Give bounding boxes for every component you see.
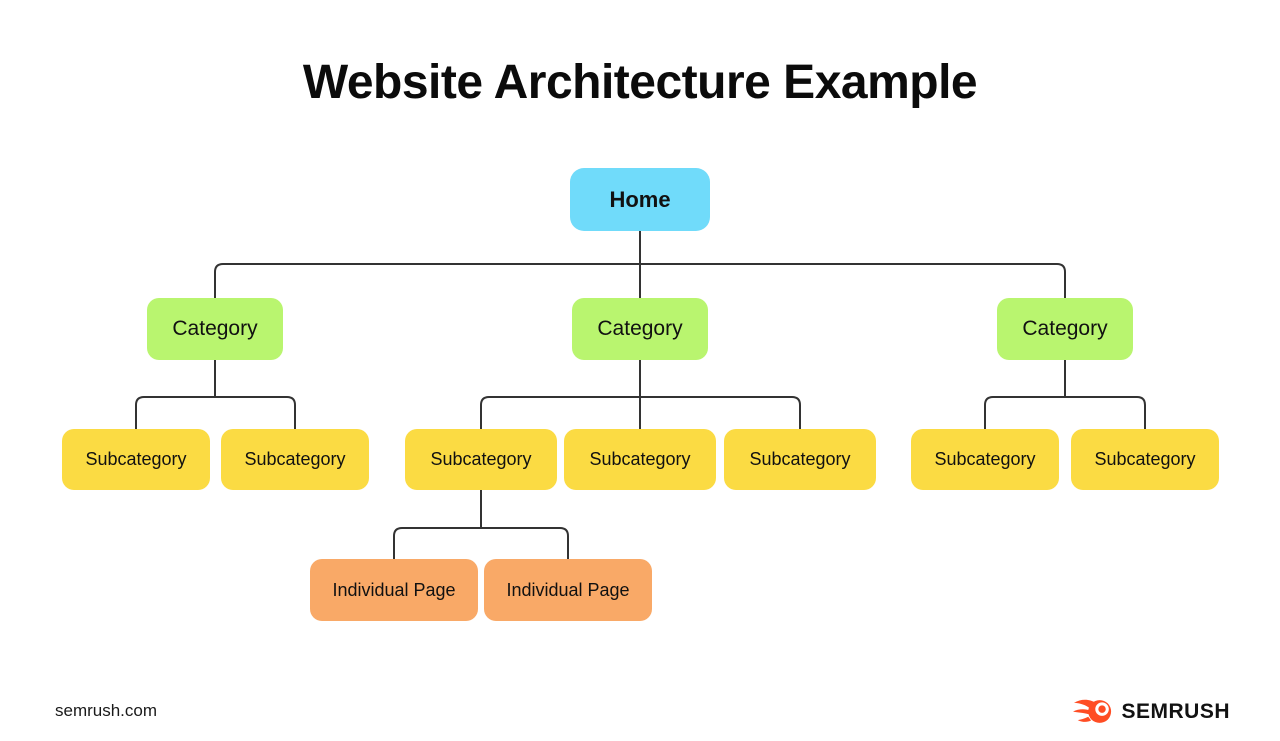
node-category-label: Category — [172, 317, 258, 340]
node-category-label: Category — [597, 317, 683, 340]
node-subcategory-4: Subcategory — [564, 429, 716, 490]
node-subcategory-2: Subcategory — [221, 429, 369, 490]
node-individual-page-label: Individual Page — [506, 579, 630, 600]
node-subcategory-label: Subcategory — [1094, 449, 1196, 469]
node-subcategory-6: Subcategory — [911, 429, 1059, 490]
page-title: Website Architecture Example — [302, 56, 978, 109]
node-individual-page-label: Individual Page — [332, 579, 456, 600]
semrush-logo: SEMRUSH — [1073, 697, 1230, 726]
node-subcategory-label: Subcategory — [85, 449, 187, 469]
node-individual-page-1: Individual Page — [310, 559, 478, 621]
node-subcategory-label: Subcategory — [749, 449, 851, 469]
semrush-logo-text: SEMRUSH — [1121, 699, 1230, 723]
node-subcategory-3: Subcategory — [405, 429, 557, 490]
node-category-3: Category — [997, 298, 1133, 360]
node-subcategory-5: Subcategory — [724, 429, 876, 490]
node-home: Home — [570, 168, 710, 231]
website-url: semrush.com — [55, 701, 158, 720]
node-category-1: Category — [147, 298, 283, 360]
node-individual-page-2: Individual Page — [484, 559, 652, 621]
node-subcategory-1: Subcategory — [62, 429, 210, 490]
node-subcategory-7: Subcategory — [1071, 429, 1219, 490]
semrush-flame-icon — [1073, 697, 1113, 726]
node-subcategory-label: Subcategory — [589, 449, 691, 469]
node-subcategory-label: Subcategory — [430, 449, 532, 469]
node-category-2: Category — [572, 298, 708, 360]
node-subcategory-label: Subcategory — [934, 449, 1036, 469]
node-home-label: Home — [609, 186, 671, 212]
node-category-label: Category — [1022, 317, 1108, 340]
node-subcategory-label: Subcategory — [244, 449, 346, 469]
